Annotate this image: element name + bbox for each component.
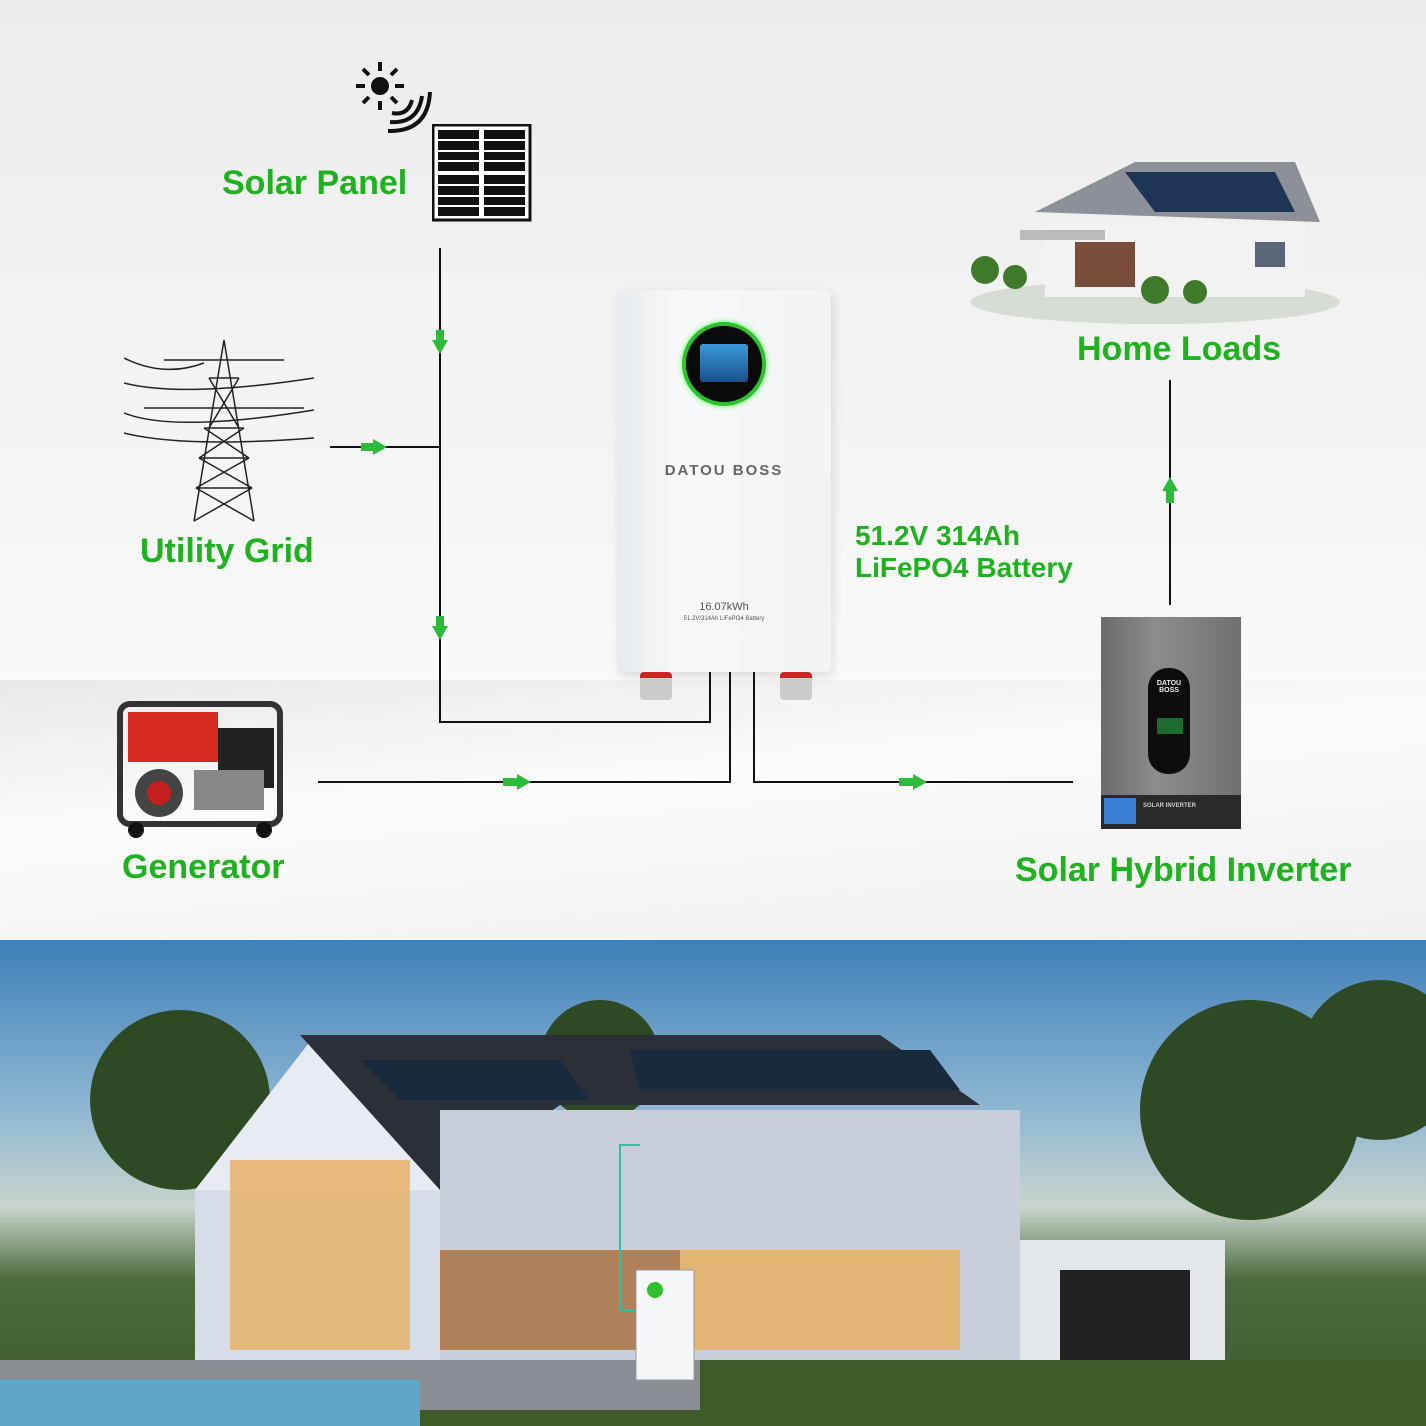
arrow-down-icon (432, 340, 448, 354)
arrow-down-icon (432, 626, 448, 640)
arrow-stem (899, 778, 913, 786)
input-wire (439, 721, 711, 723)
utility-grid-label: Utility Grid (140, 532, 314, 570)
output-wire-riser (753, 672, 755, 783)
solar-panel-label: Solar Panel (222, 164, 408, 202)
generator-wire-riser (729, 672, 731, 783)
inverter-label-text: Solar Hybrid Inverter (1015, 851, 1352, 889)
battery-terminal-negative (640, 672, 672, 700)
generator-icon (117, 701, 283, 838)
inverter-label: SOLAR INVERTER (1143, 803, 1197, 809)
battery-display-ring (682, 322, 766, 406)
solar-wire (439, 248, 441, 723)
arrow-right-icon (913, 774, 927, 790)
arrow-up-icon (1162, 477, 1178, 491)
arrow-right-icon (517, 774, 531, 790)
battery-spec: 51.2V/314Ah LiFePO4 Battery (683, 616, 765, 622)
home-loads-label: Home Loads (1077, 330, 1282, 368)
inverter-display (1157, 718, 1183, 734)
arrow-stem (503, 778, 517, 786)
battery-capacity: 16.07kWh (699, 601, 749, 613)
inverter-brand: DATOU BOSS (1156, 680, 1182, 694)
solar-panel-icon (432, 124, 532, 222)
battery-brand: DATOU BOSS (664, 462, 784, 479)
arrow-stem (436, 616, 444, 626)
arrow-right-icon (373, 439, 387, 455)
inverter-breakers (1104, 798, 1136, 824)
house-icon (970, 162, 1340, 324)
battery-spec-label-line2: LiFePO4 Battery (855, 552, 1073, 583)
battery-spec-label-line1: 51.2V 314Ah (855, 520, 1020, 551)
power-tower-icon (124, 339, 314, 522)
battery-display (700, 344, 748, 382)
input-wire-riser (709, 672, 711, 723)
battery-terminal-positive (780, 672, 812, 700)
arrow-stem (1166, 491, 1174, 503)
arrow-stem (436, 330, 444, 340)
house-scene-illustration (0, 980, 1426, 1426)
arrow-stem (361, 443, 373, 451)
generator-label: Generator (122, 848, 285, 886)
sun-icon (356, 62, 432, 134)
